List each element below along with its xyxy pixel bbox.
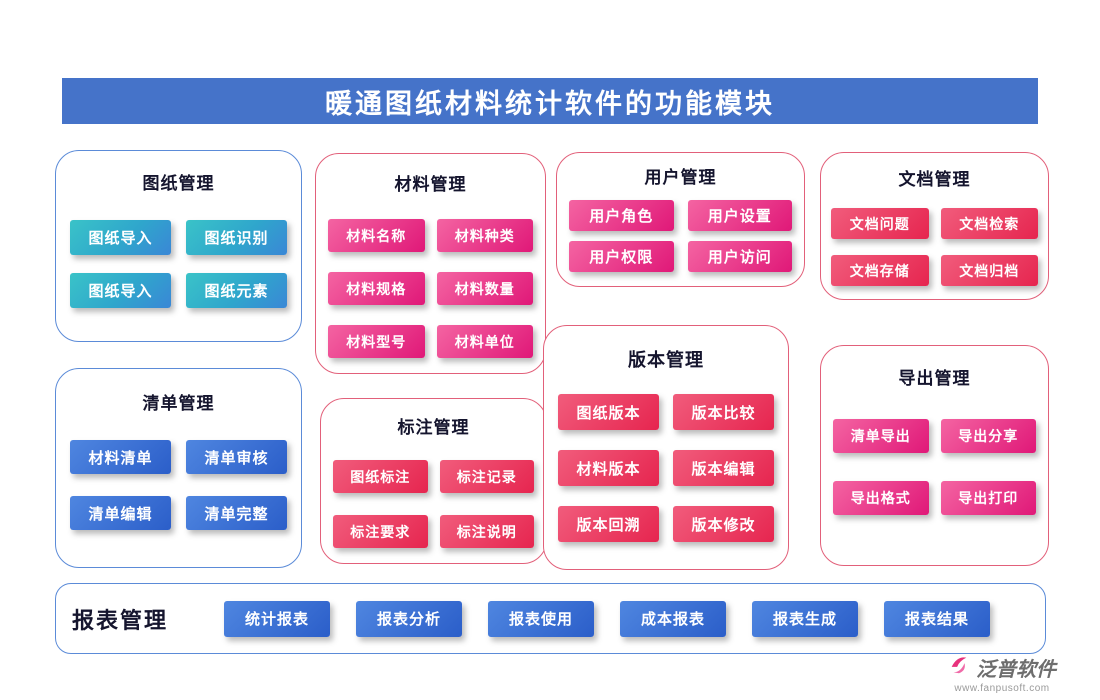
module-title: 标注管理 xyxy=(397,418,470,437)
card-report-management: 报表管理 统计报表 报表分析 报表使用 成本报表 报表生成 报表结果 xyxy=(55,583,1046,654)
button-grid: 图纸导入 图纸识别 图纸导入 图纸元素 xyxy=(70,220,287,308)
list-export-button[interactable]: 清单导出 xyxy=(833,419,929,453)
document-storage-button[interactable]: 文档存储 xyxy=(831,255,929,286)
user-settings-button[interactable]: 用户设置 xyxy=(687,200,792,231)
list-edit-button[interactable]: 清单编辑 xyxy=(70,496,171,530)
card-annotation-management: 标注管理 图纸标注 标注记录 标注要求 标注说明 xyxy=(320,398,547,564)
button-row: 统计报表 报表分析 报表使用 成本报表 报表生成 报表结果 xyxy=(224,600,990,637)
module-title: 图纸管理 xyxy=(142,174,215,193)
brand-row: 泛普软件 xyxy=(948,653,1056,682)
card-list-management: 清单管理 材料清单 清单审核 清单编辑 清单完整 xyxy=(55,368,302,568)
version-compare-button[interactable]: 版本比较 xyxy=(673,394,774,430)
drawing-version-button[interactable]: 图纸版本 xyxy=(558,394,659,430)
title-banner: 暖通图纸材料统计软件的功能模块 xyxy=(62,78,1038,124)
user-role-button[interactable]: 用户角色 xyxy=(569,200,674,231)
material-unit-button[interactable]: 材料单位 xyxy=(436,325,533,358)
material-type-button[interactable]: 材料种类 xyxy=(436,219,533,252)
list-complete-button[interactable]: 清单完整 xyxy=(186,496,287,530)
button-grid: 材料名称 材料种类 材料规格 材料数量 材料型号 材料单位 xyxy=(328,219,533,358)
export-share-button[interactable]: 导出分享 xyxy=(940,419,1036,453)
card-drawing-management: 图纸管理 图纸导入 图纸识别 图纸导入 图纸元素 xyxy=(55,150,302,342)
module-title: 版本管理 xyxy=(628,350,704,370)
export-format-button[interactable]: 导出格式 xyxy=(833,481,929,515)
export-print-button[interactable]: 导出打印 xyxy=(940,481,1036,515)
report-analysis-button[interactable]: 报表分析 xyxy=(356,600,462,637)
brand-name: 泛普软件 xyxy=(976,659,1056,681)
module-title: 导出管理 xyxy=(898,369,971,388)
material-spec-button[interactable]: 材料规格 xyxy=(328,272,425,305)
card-version-management: 版本管理 图纸版本 版本比较 材料版本 版本编辑 版本回溯 版本修改 xyxy=(543,325,789,570)
drawing-import-button-2[interactable]: 图纸导入 xyxy=(70,273,171,308)
material-name-button[interactable]: 材料名称 xyxy=(328,219,425,252)
drawing-import-button[interactable]: 图纸导入 xyxy=(70,220,171,255)
material-list-button[interactable]: 材料清单 xyxy=(70,440,171,474)
page-title: 暖通图纸材料统计软件的功能模块 xyxy=(325,88,775,119)
document-issue-button[interactable]: 文档问题 xyxy=(831,208,929,239)
module-title: 材料管理 xyxy=(394,175,467,194)
list-review-button[interactable]: 清单审核 xyxy=(186,440,287,474)
module-title: 用户管理 xyxy=(644,168,717,187)
material-version-button[interactable]: 材料版本 xyxy=(558,450,659,486)
card-document-management: 文档管理 文档问题 文档检索 文档存储 文档归档 xyxy=(820,152,1049,300)
version-rollback-button[interactable]: 版本回溯 xyxy=(558,506,659,542)
button-grid: 图纸标注 标注记录 标注要求 标注说明 xyxy=(333,460,534,548)
material-quantity-button[interactable]: 材料数量 xyxy=(436,272,533,305)
button-grid: 图纸版本 版本比较 材料版本 版本编辑 版本回溯 版本修改 xyxy=(558,394,774,542)
button-grid: 用户角色 用户设置 用户权限 用户访问 xyxy=(569,200,792,272)
document-search-button[interactable]: 文档检索 xyxy=(940,208,1038,239)
annotation-description-button[interactable]: 标注说明 xyxy=(439,515,534,548)
drawing-elements-button[interactable]: 图纸元素 xyxy=(186,273,287,308)
module-title: 报表管理 xyxy=(72,607,169,633)
button-grid: 文档问题 文档检索 文档存储 文档归档 xyxy=(831,208,1038,286)
annotation-record-button[interactable]: 标注记录 xyxy=(439,460,534,493)
card-user-management: 用户管理 用户角色 用户设置 用户权限 用户访问 xyxy=(556,152,805,287)
report-usage-button[interactable]: 报表使用 xyxy=(488,600,594,637)
report-result-button[interactable]: 报表结果 xyxy=(884,600,990,637)
drawing-annotation-button[interactable]: 图纸标注 xyxy=(333,460,428,493)
cost-report-button[interactable]: 成本报表 xyxy=(620,600,726,637)
user-access-button[interactable]: 用户访问 xyxy=(687,241,792,272)
material-model-button[interactable]: 材料型号 xyxy=(328,325,425,358)
button-grid: 材料清单 清单审核 清单编辑 清单完整 xyxy=(70,440,287,530)
module-title: 清单管理 xyxy=(142,394,215,413)
user-permissions-button[interactable]: 用户权限 xyxy=(569,241,674,272)
brand-watermark: 泛普软件 www.fanpusoft.com xyxy=(948,653,1056,694)
module-title: 文档管理 xyxy=(898,170,971,189)
card-export-management: 导出管理 清单导出 导出分享 导出格式 导出打印 xyxy=(820,345,1049,566)
card-material-management: 材料管理 材料名称 材料种类 材料规格 材料数量 材料型号 材料单位 xyxy=(315,153,546,374)
version-edit-button[interactable]: 版本编辑 xyxy=(673,450,774,486)
drawing-recognize-button[interactable]: 图纸识别 xyxy=(186,220,287,255)
version-modify-button[interactable]: 版本修改 xyxy=(673,506,774,542)
brand-url: www.fanpusoft.com xyxy=(954,683,1050,694)
annotation-requirement-button[interactable]: 标注要求 xyxy=(333,515,428,548)
document-archive-button[interactable]: 文档归档 xyxy=(940,255,1038,286)
fanpu-logo-icon xyxy=(948,654,970,681)
report-generate-button[interactable]: 报表生成 xyxy=(752,600,858,637)
stats-report-button[interactable]: 统计报表 xyxy=(224,600,330,637)
button-grid: 清单导出 导出分享 导出格式 导出打印 xyxy=(833,419,1036,515)
